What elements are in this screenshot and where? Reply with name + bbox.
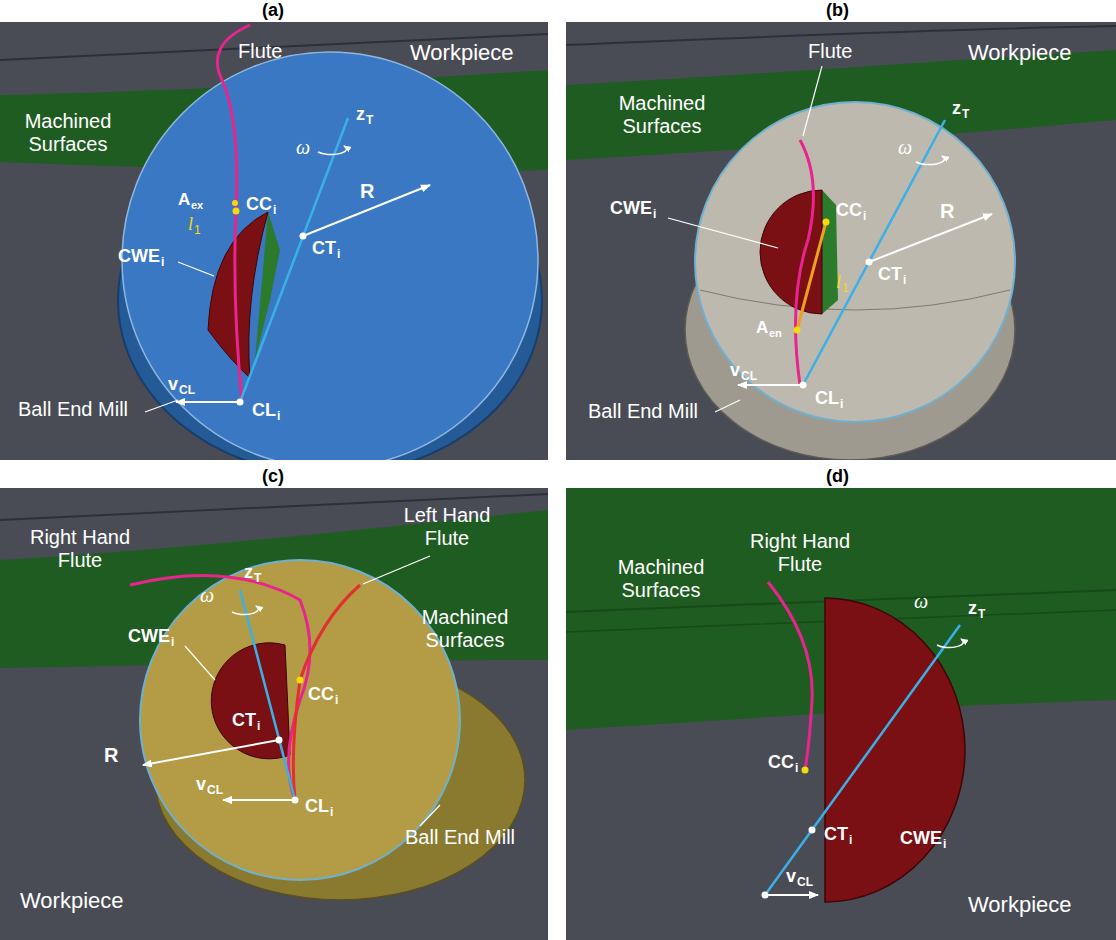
label: Flute — [808, 40, 852, 63]
panel-a — [0, 22, 548, 460]
panel-b — [566, 22, 1116, 460]
label: l — [188, 214, 193, 235]
subscript: CL — [207, 784, 223, 798]
label: R — [940, 200, 954, 223]
label: Ball End Mill — [405, 826, 515, 849]
label: v — [730, 360, 740, 381]
label: Machined Surfaces — [612, 92, 712, 138]
panel-title: (d) — [826, 466, 849, 487]
label: z — [356, 104, 365, 125]
label: v — [168, 374, 178, 395]
subscript: i — [653, 208, 656, 222]
label: z — [968, 598, 977, 619]
label: CC — [836, 200, 862, 221]
subscript: ex — [191, 199, 203, 212]
label: CT — [232, 710, 256, 731]
label: CL — [252, 400, 276, 421]
label: Ball End Mill — [18, 398, 128, 421]
subscript: CL — [797, 876, 813, 890]
label: R — [360, 180, 374, 203]
subscript: i — [161, 256, 164, 270]
subscript: i — [943, 838, 946, 852]
label: Left Hand Flute — [392, 504, 502, 550]
subscript: T — [366, 114, 373, 128]
subscript: i — [903, 274, 906, 288]
label: CWE — [128, 626, 170, 647]
subscript: 1 — [194, 224, 201, 238]
panel-d — [566, 488, 1116, 940]
label: ω — [200, 584, 214, 607]
label: Workpiece — [968, 40, 1072, 65]
label: CC — [768, 752, 794, 773]
label: Machined Surfaces — [18, 110, 118, 156]
label: Flute — [238, 40, 282, 63]
label: Machined Surfaces — [606, 556, 716, 602]
subscript: i — [795, 762, 798, 776]
label: A — [756, 318, 768, 338]
subscript: i — [840, 398, 843, 412]
label: ω — [898, 136, 912, 159]
subscript: 1 — [842, 282, 849, 296]
panel-title: (b) — [826, 0, 849, 21]
subscript: T — [978, 608, 985, 622]
subscript: T — [254, 572, 261, 586]
label: A — [178, 190, 190, 210]
subscript: T — [962, 108, 969, 122]
subscript: i — [849, 834, 852, 848]
label: CL — [815, 388, 839, 409]
panel-title: (a) — [262, 0, 284, 21]
label: CWE — [900, 828, 942, 849]
subscript: i — [330, 806, 333, 820]
label: Right Hand Flute — [740, 530, 860, 576]
label: CC — [246, 194, 272, 215]
label: ω — [914, 590, 928, 613]
label: CL — [305, 796, 329, 817]
subscript: i — [337, 248, 340, 262]
panel-title: (c) — [262, 466, 284, 487]
subscript: i — [863, 210, 866, 224]
label: ω — [296, 136, 310, 159]
label: CT — [878, 264, 902, 285]
label: CWE — [118, 246, 160, 267]
label: Workpiece — [410, 40, 514, 65]
label: Ball End Mill — [588, 400, 698, 423]
label: v — [196, 774, 206, 795]
subscript: i — [335, 694, 338, 708]
panel-c — [0, 488, 548, 940]
label: R — [104, 744, 118, 767]
label: Machined Surfaces — [400, 606, 530, 652]
subscript: CL — [741, 370, 757, 384]
label: Workpiece — [968, 892, 1072, 917]
label: CC — [308, 684, 334, 705]
label: CT — [312, 238, 336, 259]
subscript: en — [769, 327, 782, 340]
label: CT — [824, 824, 848, 845]
subscript: i — [257, 720, 260, 734]
label: CWE — [610, 198, 652, 219]
subscript: i — [273, 204, 276, 218]
label: z — [952, 98, 961, 119]
label: v — [786, 866, 796, 887]
subscript: i — [277, 410, 280, 424]
label: l — [836, 272, 841, 293]
subscript: CL — [179, 384, 195, 398]
label: Right Hand Flute — [20, 526, 140, 572]
label: Workpiece — [20, 888, 124, 913]
label: z — [244, 562, 253, 583]
subscript: i — [171, 636, 174, 650]
